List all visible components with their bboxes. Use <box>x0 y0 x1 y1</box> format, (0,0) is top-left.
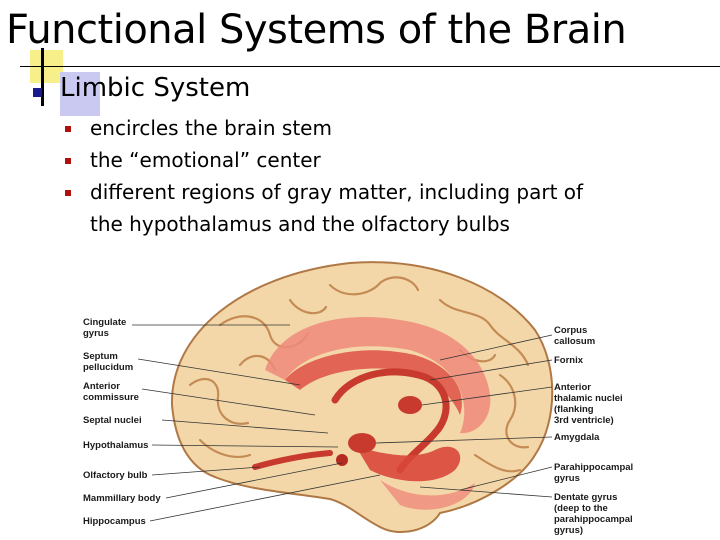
label-amygdala: Amygdala <box>554 432 600 443</box>
sub-bullet-text: the “emotional” center <box>90 148 321 172</box>
sub-bullet-text: the hypothalamus and the olfactory bulbs <box>90 212 510 236</box>
sub-bullet-item: the “emotional” center <box>62 144 662 176</box>
corpus-callosum <box>285 350 462 415</box>
limbic-structures <box>252 317 491 510</box>
square-bullet-icon <box>65 158 71 164</box>
gyri-folds <box>188 276 530 473</box>
cingulate-gyrus <box>265 317 491 434</box>
olfactory-bulb <box>252 450 333 470</box>
label-fornix: Fornix <box>554 355 584 366</box>
sub-bullet-text: different regions of gray matter, includ… <box>90 180 584 204</box>
sub-bullet-item: encircles the brain stem <box>62 112 662 144</box>
brain-outline <box>170 261 554 534</box>
label-corpus-callosum: Corpus callosum <box>554 325 595 347</box>
parahippocampal-gyrus <box>380 480 475 510</box>
anterior-thalamic-nuclei <box>398 396 422 414</box>
label-hippocampus: Hippocampus <box>83 516 146 527</box>
amygdala <box>348 433 376 453</box>
decor-blue-square <box>60 72 100 116</box>
decor-horizontal-rule <box>20 66 720 67</box>
decor-vertical-rule <box>41 48 44 106</box>
label-anterior-commissure: Anterior commissure <box>83 381 139 403</box>
label-dentate-gyrus: Dentate gyrus (deep to the parahippocamp… <box>554 492 635 536</box>
label-septum-pellucidum: Septum pellucidum <box>83 351 133 373</box>
sub-bullet-list: encircles the brain stem the “emotional”… <box>62 112 662 240</box>
limbic-system-diagram: Cingulate gyrus Septum pellucidum Anteri… <box>83 261 636 536</box>
slide-title: Functional Systems of the Brain <box>6 7 627 53</box>
label-cingulate-gyrus: Cingulate gyrus <box>83 317 129 339</box>
sub-bullet-text: encircles the brain stem <box>90 116 332 140</box>
fornix <box>331 368 450 474</box>
square-bullet-icon <box>65 126 71 132</box>
label-mammillary-body: Mammillary body <box>83 493 161 504</box>
label-olfactory-bulb: Olfactory bulb <box>83 470 148 481</box>
bullet-limbic-system: Limbic System <box>60 73 251 103</box>
label-parahippocampal-gyrus: Parahippocampal gyrus <box>554 462 636 484</box>
label-septal-nuclei: Septal nuclei <box>83 415 142 426</box>
label-anterior-thalamic-nuclei: Anterior thalamic nuclei (flanking 3rd v… <box>554 382 625 426</box>
label-hypothalamus: Hypothalamus <box>83 440 148 451</box>
sub-bullet-item: different regions of gray matter, includ… <box>62 176 662 240</box>
square-bullet-icon <box>65 190 71 196</box>
leader-lines <box>132 324 553 522</box>
level1-bullet-icon <box>33 88 42 97</box>
mammillary-body <box>336 454 348 466</box>
hippocampus <box>355 445 461 482</box>
